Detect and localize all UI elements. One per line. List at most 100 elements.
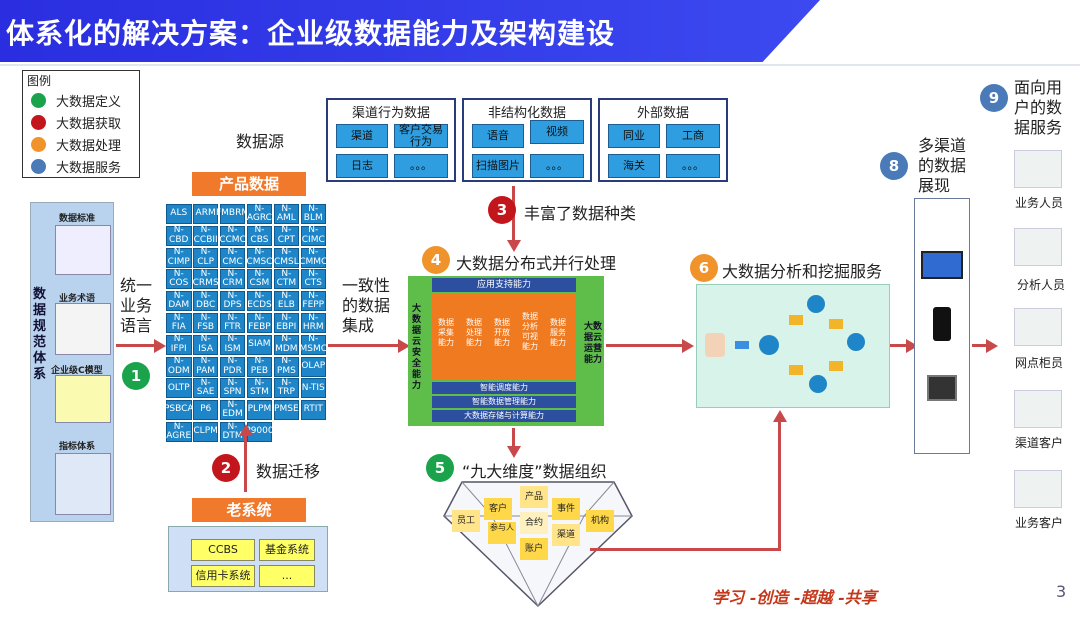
arrow [606, 344, 684, 347]
source-cell: 。。。 [666, 154, 720, 178]
product-system-cell: SIAM [246, 334, 273, 355]
product-system-cell: ALS [166, 204, 192, 224]
data-migration-label: 数据迁移 [256, 462, 321, 481]
panel-item-label: 指标体系 [59, 442, 96, 452]
orange-dot-icon [31, 137, 46, 152]
product-system-cell: N-BLM [300, 204, 326, 224]
product-system-cell: N-ISA [192, 335, 219, 355]
product-data-header: 产品数据 [192, 172, 306, 196]
product-system-cell: N-CPT [273, 226, 300, 246]
step-number-4: 4 [422, 246, 450, 274]
product-system-cell: N-SAE [192, 378, 219, 399]
arrow [890, 344, 910, 347]
product-system-cell: ARM [192, 204, 219, 224]
arrow [512, 428, 515, 450]
product-system-cell: N-FEPP [300, 290, 326, 312]
device-panel [914, 198, 970, 454]
product-system-cell: N-FSB [192, 313, 219, 333]
arrow-head-icon [507, 240, 521, 252]
product-system-cell: PMSE [273, 400, 300, 421]
arrow-icon [829, 319, 843, 329]
user-label: 业务人员 [1014, 196, 1063, 210]
legacy-system-box: CCBS 基金系统 信用卡系统 ... [168, 526, 328, 592]
enrich-label: 丰富了数据种类 [524, 204, 637, 223]
product-system-cell: N-ELB [273, 291, 300, 312]
source-cell: 工商 [666, 124, 720, 148]
product-system-cell: N-CBD [166, 226, 192, 246]
unified-language-label: 统一业务语言 [120, 276, 153, 335]
data-management-capability: 智能数据管理能力 [432, 396, 576, 408]
product-system-cell: N-MSMC [299, 334, 328, 355]
product-system-cell: N-CSM [246, 269, 273, 290]
legend-item: 大数据服务 [31, 157, 121, 176]
analyst-icon [1014, 228, 1062, 266]
product-system-cell: N-ECDS [246, 290, 273, 312]
product-system-cell: N-HRM [300, 313, 326, 333]
product-system-cell: FMBRM [216, 204, 249, 224]
user-label: 分析人员 [1016, 278, 1065, 292]
legend-item: 大数据定义 [31, 91, 121, 110]
channel-behavior-box: 渠道行为数据 渠道 客户交易行为 日志 。。。 [326, 98, 456, 182]
multi-channel-label: 多渠道的数据展现 [918, 136, 967, 195]
product-system-cell: N-ODM [166, 356, 192, 377]
product-system-cell: N-EDM [219, 400, 246, 421]
dim-cell: 合约 [520, 512, 548, 534]
dim-cell: 事件 [552, 498, 580, 520]
step-number-8: 8 [880, 152, 908, 180]
product-system-cell: N-CCBII [192, 225, 219, 246]
product-system-cell: N-CCMC [219, 225, 246, 246]
dims-cells: 客户 产品 事件 员工 参与人 合约 渠道 机构 账户 [448, 476, 628, 576]
arrow [116, 344, 156, 347]
product-system-cell: RTIT [300, 400, 326, 421]
source-cell: 渠道 [336, 124, 388, 148]
product-system-cell: N-IFPI [166, 335, 192, 355]
unstructured-data-box: 非结构化数据 语音 视频 扫描图片 。。。 [462, 98, 592, 182]
user-label: 网点柜员 [1014, 356, 1063, 370]
product-system-cell: N-DTM [219, 422, 246, 442]
legacy-cell: 基金系统 [259, 539, 315, 561]
arrow-head-icon [154, 339, 166, 353]
panel-item-label: 企业级C模型 [51, 366, 103, 376]
step-number-6: 6 [690, 254, 718, 282]
business-customer-icon [1014, 470, 1062, 508]
product-system-cell: N-EBPI [273, 313, 300, 333]
dim-cell: 账户 [520, 538, 548, 560]
product-system-cell: N-FIA [166, 313, 192, 333]
product-system-cell: N-TIS [300, 378, 326, 399]
product-system-cell: N-SPN [219, 378, 246, 399]
arrow-head-icon [773, 410, 787, 422]
product-system-cell: N-AGRE [166, 421, 192, 442]
source-cell: 视频 [530, 120, 584, 144]
red-dot-icon [31, 115, 46, 130]
legacy-cell: ... [259, 565, 315, 587]
panel-item-label: 数据标准 [59, 214, 96, 224]
legacy-system-header: 老系统 [192, 498, 306, 522]
processing-block: 大数据云安全能力 大数据云运营能力 应用支持能力 数据采集能力 数据处理能力 数… [408, 276, 604, 426]
dim-cell: 产品 [520, 486, 548, 508]
slogan: 学习 -创造 -超越 -共享 [712, 588, 877, 607]
channel-customer-icon [1014, 390, 1062, 428]
source-cell: 海关 [608, 154, 660, 178]
product-system-cell: N-AGRC [246, 203, 273, 224]
product-system-cell: N-STM [246, 378, 273, 399]
source-title: 非结构化数据 [487, 106, 566, 121]
product-system-cell: N-CMSC [246, 247, 273, 268]
arrow [778, 420, 781, 551]
user-service-title: 面向用户的数据服务 [1014, 78, 1063, 137]
legacy-cell: 信用卡系统 [191, 565, 255, 587]
data-source-label: 数据源 [236, 132, 285, 151]
arrow-icon [789, 365, 803, 375]
step-number-5: 5 [426, 454, 454, 482]
node-icon [847, 333, 865, 351]
product-system-cell: N-PEB [246, 356, 273, 377]
arrow-icon [829, 361, 843, 371]
source-cell: 。。。 [394, 154, 448, 178]
product-system-cell: N-CBS [246, 226, 273, 246]
source-cell: 。。。 [530, 154, 584, 178]
arrow [328, 344, 400, 347]
monitor-icon [921, 251, 963, 279]
panel-vertical-title: 数据规范体系 [33, 287, 47, 382]
person-icon [705, 333, 725, 357]
tablet-icon [927, 375, 957, 401]
